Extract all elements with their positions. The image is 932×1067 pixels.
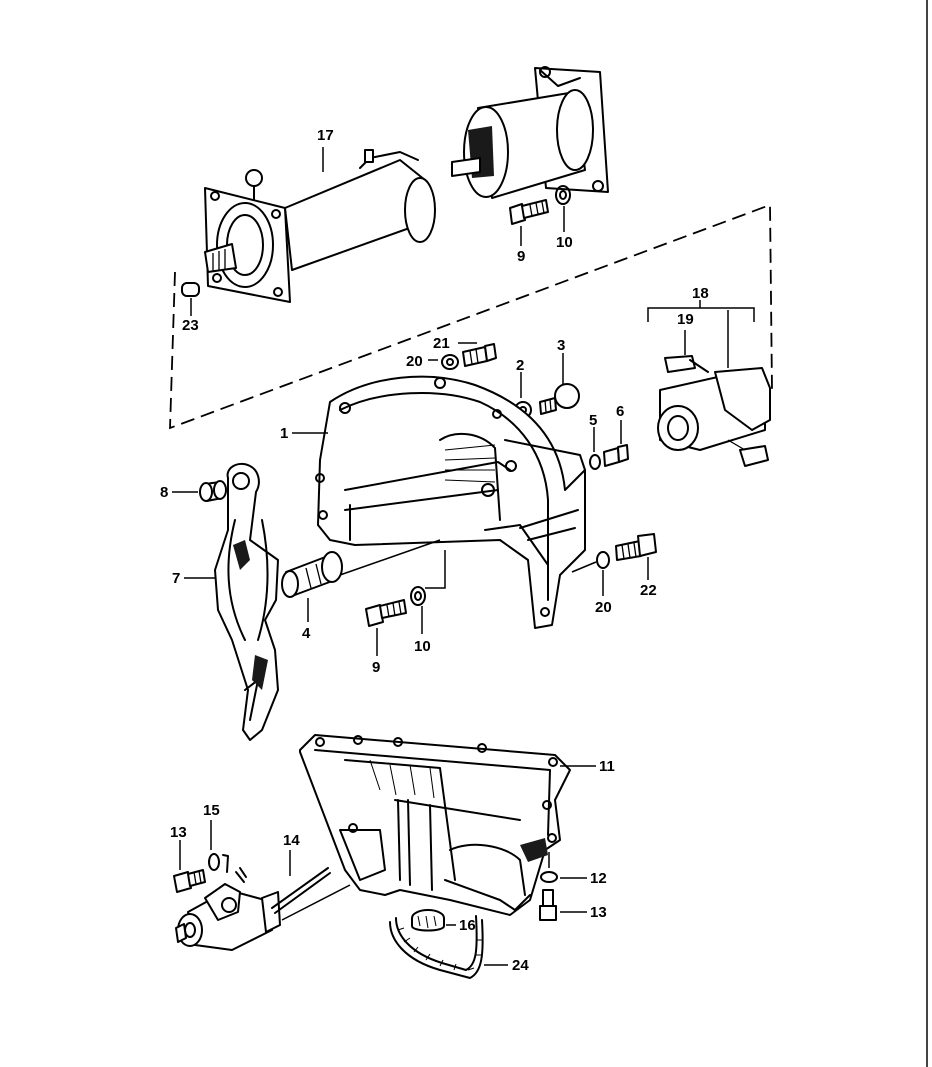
assembly-boundary — [169, 203, 773, 430]
screw-21 — [441, 343, 497, 370]
bolt-upper — [509, 185, 571, 225]
spring-washer-15 — [208, 853, 247, 883]
callout-13-left: 13 — [170, 824, 187, 841]
page-edge-border — [926, 0, 928, 1067]
callout-9-upper: 9 — [517, 248, 526, 265]
callout-24: 24 — [512, 957, 529, 974]
bracket-18 — [647, 300, 755, 322]
callout-3: 3 — [557, 337, 566, 354]
bushing-8 — [199, 480, 227, 502]
assembly-line-20 — [571, 561, 597, 573]
callout-22: 22 — [640, 582, 657, 599]
callout-10-upper: 10 — [556, 234, 573, 251]
dowel-pin — [181, 282, 200, 297]
seal-strip — [389, 915, 484, 979]
callout-2: 2 — [516, 357, 525, 374]
clutch-housing — [315, 375, 586, 629]
clip-12 — [540, 871, 558, 883]
callout-18: 18 — [692, 285, 709, 302]
washer-20-lower — [596, 551, 610, 569]
guide-tube-4 — [281, 551, 343, 598]
dust-cover — [299, 734, 571, 916]
callout-20-upper: 20 — [406, 353, 423, 370]
screw-6 — [603, 444, 629, 467]
assembly-line-14 — [281, 884, 351, 921]
callout-8: 8 — [160, 484, 169, 501]
bolt-lower — [365, 586, 426, 627]
washer-5 — [589, 454, 601, 470]
bolt-22 — [615, 533, 657, 561]
cable-guide — [411, 909, 445, 932]
callout-23: 23 — [182, 317, 199, 334]
callout-6: 6 — [616, 403, 625, 420]
starter-motor — [204, 149, 436, 303]
starter-solenoid-body — [451, 66, 609, 199]
callout-9-lower: 9 — [372, 659, 381, 676]
release-fork — [214, 462, 279, 741]
callout-15: 15 — [203, 802, 220, 819]
bolt-3 — [539, 383, 580, 415]
callout-14: 14 — [283, 832, 300, 849]
bolt-13-right — [539, 889, 557, 921]
callout-10-lower: 10 — [414, 638, 431, 655]
callout-19: 19 — [677, 311, 694, 328]
callout-13-right: 13 — [590, 904, 607, 921]
release-cylinder — [175, 867, 331, 951]
callout-1: 1 — [280, 425, 289, 442]
callout-21: 21 — [433, 335, 450, 352]
assembly-line-10 — [425, 550, 446, 589]
callout-17: 17 — [317, 127, 334, 144]
callout-5: 5 — [589, 412, 598, 429]
callout-12: 12 — [590, 870, 607, 887]
bolt-13-left — [173, 869, 206, 893]
callout-7: 7 — [172, 570, 181, 587]
solenoid-switch — [657, 355, 771, 467]
callout-16: 16 — [459, 917, 476, 934]
assembly-line-4 — [339, 539, 441, 576]
callout-20-lower: 20 — [595, 599, 612, 616]
callout-4: 4 — [302, 625, 311, 642]
callout-11: 11 — [599, 758, 615, 775]
